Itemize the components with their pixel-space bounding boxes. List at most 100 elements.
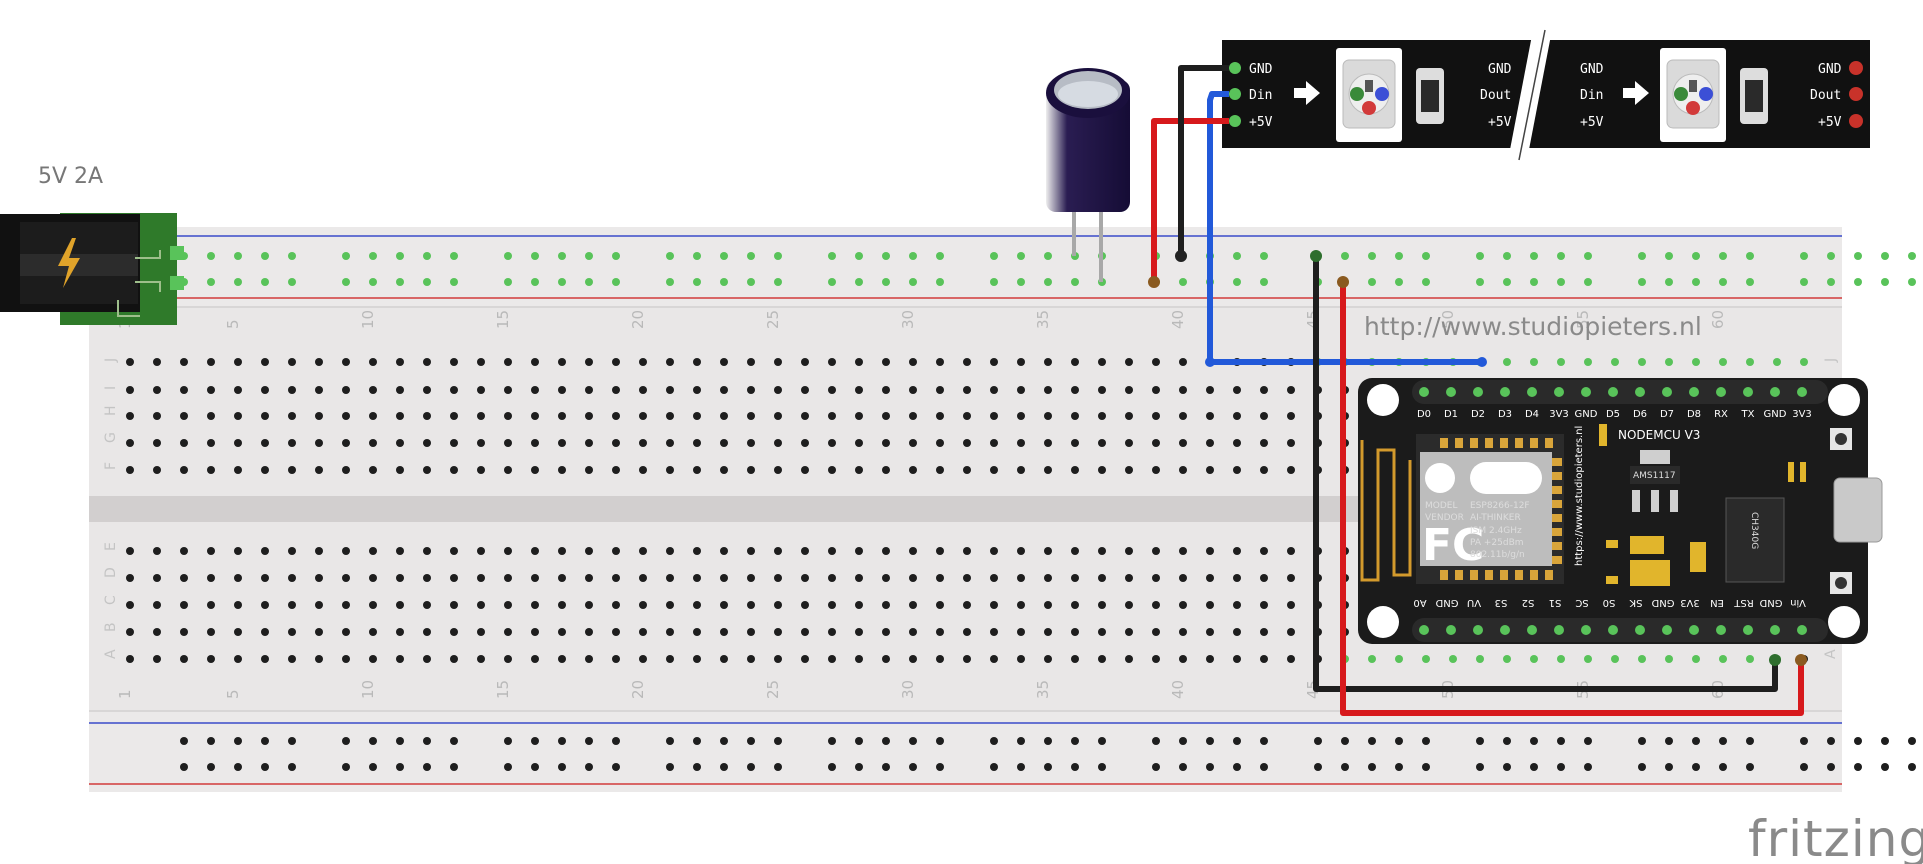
row-letter: C [103,595,119,605]
breadboard-hole [261,466,269,474]
breadboard-hole [801,574,809,582]
breadboard-hole [207,466,215,474]
breadboard-hole [1206,628,1214,636]
breadboard-hole [1773,358,1781,366]
rail-hole [1368,763,1376,771]
rail-hole [531,737,539,745]
rail-hole [1044,278,1052,286]
breadboard-hole [342,601,350,609]
breadboard-hole [801,412,809,420]
breadboard-hole [207,547,215,555]
rail-hole [1854,737,1862,745]
breadboard-hole [774,547,782,555]
rail-hole [1638,278,1646,286]
breadboard-hole [774,601,782,609]
rail-hole [1233,278,1241,286]
breadboard-hole [1044,574,1052,582]
breadboard-hole [531,628,539,636]
pin-label-top: D8 [1687,409,1701,420]
rail-hole [1746,737,1754,745]
breadboard-hole [1098,574,1106,582]
column-number: 30 [899,680,917,699]
breadboard-hole [126,466,134,474]
breadboard-hole [1098,601,1106,609]
arrow-right-icon [1294,81,1320,105]
rail-hole [1854,252,1862,260]
breadboard-hole [1260,547,1268,555]
breadboard-hole [423,466,431,474]
breadboard-hole [1557,358,1565,366]
breadboard-hole [1233,466,1241,474]
rail-hole [1881,278,1889,286]
rail-hole [855,763,863,771]
rail-hole [1584,252,1592,260]
rail-hole [396,252,404,260]
breadboard-hole [990,358,998,366]
pixel2-5v-out-label: +5V [1818,115,1842,130]
mount-hole-bl [1367,606,1399,638]
rail-hole [1665,278,1673,286]
breadboard-hole [990,439,998,447]
breadboard-hole [990,547,998,555]
rail-hole [342,278,350,286]
rail-hole [666,278,674,286]
rail-hole [1692,278,1700,286]
breadboard-hole [747,655,755,663]
breadboard-hole [261,655,269,663]
breadboard-hole [666,412,674,420]
breadboard-hole [423,547,431,555]
breadboard-hole [126,547,134,555]
breadboard-hole [477,412,485,420]
breadboard-hole [558,574,566,582]
breadboard-hole [1287,547,1295,555]
breadboard-hole [693,466,701,474]
breadboard-hole [747,386,755,394]
rail-hole [774,763,782,771]
rail-hole [828,737,836,745]
mount-hole-br [1828,606,1860,638]
breadboard-hole [720,439,728,447]
breadboard-hole [423,601,431,609]
rail-hole [909,737,917,745]
rail-hole [612,252,620,260]
breadboard-hole [963,547,971,555]
rail-hole [1179,737,1187,745]
header-pin-top [1554,387,1564,397]
breadboard-hole [288,601,296,609]
breadboard-hole [963,655,971,663]
breadboard-hole [855,547,863,555]
breadboard-hole [1665,358,1673,366]
breadboard-hole [1233,601,1241,609]
breadboard-hole [1098,358,1106,366]
breadboard-hole [774,466,782,474]
header-pin-top [1662,387,1672,397]
rail-hole [1341,763,1349,771]
breadboard-hole [531,439,539,447]
data-wire-blue [1207,91,1482,365]
breadboard-hole [963,574,971,582]
rail-hole [1908,278,1916,286]
breadboard-hole [1638,655,1646,663]
breadboard-hole [801,358,809,366]
rail-hole [774,252,782,260]
breadboard-hole [1206,601,1214,609]
breadboard-hole [639,574,647,582]
breadboard-hole [288,547,296,555]
rail-hole [1746,252,1754,260]
breadboard-hole [531,547,539,555]
rail-hole [1179,278,1187,286]
breadboard-hole [1746,655,1754,663]
breadboard-hole [1179,466,1187,474]
breadboard-hole [1098,466,1106,474]
breadboard-hole [288,466,296,474]
breadboard-hole [342,358,350,366]
breadboard-hole [1206,412,1214,420]
row-letter: A [103,649,119,659]
breadboard-hole [450,655,458,663]
breadboard-hole [1071,628,1079,636]
breadboard-hole [477,466,485,474]
breadboard-hole [1044,655,1052,663]
pin-label-top: RX [1714,409,1728,420]
breadboard-hole [936,574,944,582]
breadboard-hole [747,601,755,609]
